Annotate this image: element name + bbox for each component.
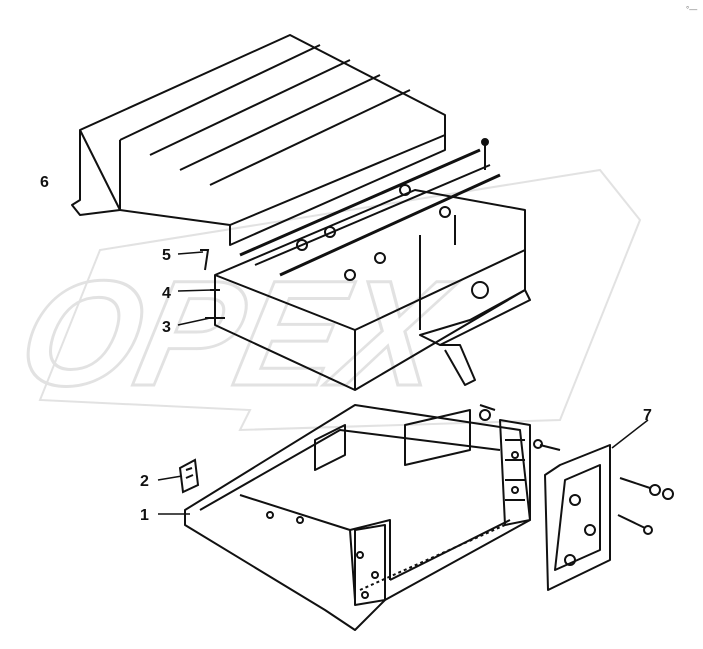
leader-7 [611,419,649,449]
callout-label-4: 4 [162,285,171,302]
battery-frame [184,404,531,631]
callout-label-2: 2 [140,473,149,490]
battery-pack [214,184,531,391]
callout-label-7: 7 [643,407,652,424]
callout-label-3: 3 [162,319,171,336]
leader-lines [157,251,649,515]
leader-4 [177,289,213,292]
leader-5 [177,251,204,255]
leader-2 [157,475,183,481]
callout-label-6: 6 [40,174,49,191]
battery-cover [71,34,501,277]
mounting-plate [533,439,674,591]
watermark-outline [38,168,642,432]
watermark: OPEX [5,168,642,432]
leader-3 [177,317,211,326]
callout-label-5: 5 [162,247,171,264]
corner-mark: °— [686,5,697,14]
clip-part [178,458,200,494]
callout-label-1: 1 [140,507,149,524]
